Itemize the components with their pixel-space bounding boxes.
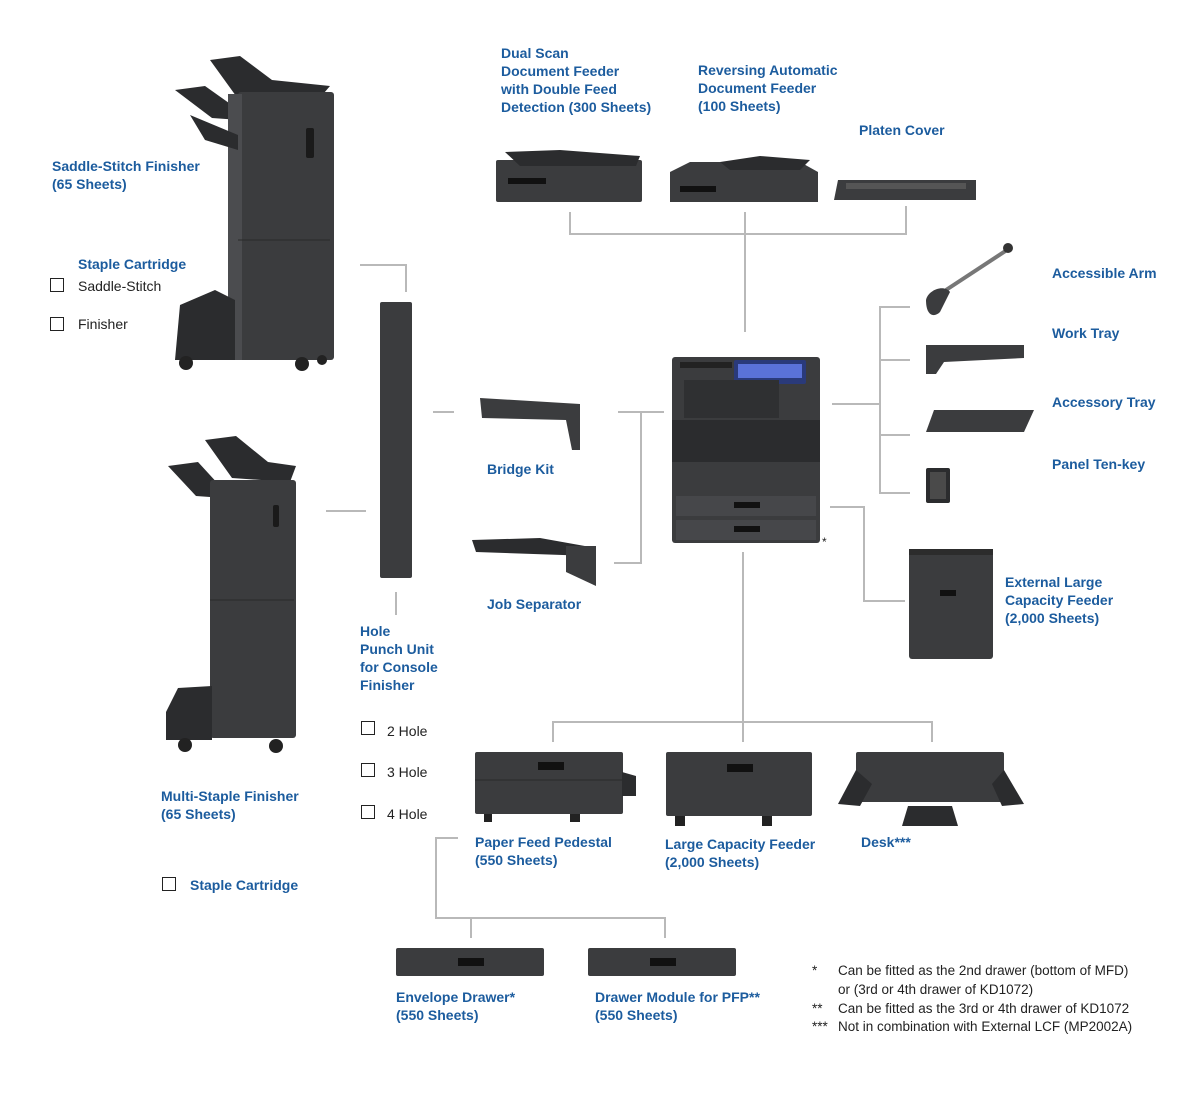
work-tray-label: Work Tray bbox=[1052, 325, 1120, 341]
drawer-module-image bbox=[588, 948, 736, 976]
envelope-drawer-image bbox=[396, 948, 544, 976]
multi-staple-finisher-label: Multi-Staple Finisher (65 Sheets) bbox=[161, 788, 299, 822]
saddle-stitch-checkbox[interactable] bbox=[50, 278, 64, 292]
multi-staple-finisher-image bbox=[166, 436, 296, 753]
reversing-feeder-label: Reversing Automatic Document Feeder (100… bbox=[698, 62, 838, 114]
4-hole-label: 4 Hole bbox=[387, 806, 428, 822]
finisher-checkbox[interactable] bbox=[50, 317, 64, 331]
3-hole-checkbox[interactable] bbox=[361, 763, 375, 777]
large-capacity-feeder-label: Large Capacity Feeder (2,000 Sheets) bbox=[665, 836, 816, 870]
panel-ten-key-image bbox=[926, 468, 950, 503]
job-separator-image bbox=[472, 538, 596, 586]
accessory-tray-label: Accessory Tray bbox=[1052, 394, 1156, 410]
desk-label: Desk*** bbox=[861, 834, 911, 850]
external-lcf-image bbox=[909, 549, 993, 659]
mfd-asterisk: * bbox=[822, 535, 827, 549]
desk-image bbox=[838, 752, 1024, 826]
saddle-stitch-label: Saddle-Stitch bbox=[78, 278, 162, 294]
staple-cartridge-checkbox[interactable] bbox=[162, 877, 176, 891]
finisher-label: Finisher bbox=[78, 316, 128, 332]
saddle-stitch-finisher-image bbox=[175, 56, 334, 371]
mfd-main-unit-image bbox=[672, 357, 820, 543]
paper-feed-pedestal-label: Paper Feed Pedestal (550 Sheets) bbox=[475, 834, 612, 868]
accessible-arm-label: Accessible Arm bbox=[1052, 265, 1157, 281]
4-hole-checkbox[interactable] bbox=[361, 805, 375, 819]
3-hole-label: 3 Hole bbox=[387, 764, 428, 780]
drawer-module-label: Drawer Module for PFP** (550 Sheets) bbox=[595, 989, 760, 1023]
staple-cartridge-title: Staple Cartridge bbox=[78, 256, 187, 272]
large-capacity-feeder-image bbox=[666, 752, 812, 826]
hole-punch-unit-image bbox=[380, 302, 412, 578]
bridge-kit-image bbox=[480, 398, 580, 450]
staple-cartridge-bottom-label: Staple Cartridge bbox=[190, 877, 299, 893]
footnote-mark-3: *** bbox=[812, 1019, 828, 1034]
footnote-text-2: Can be fitted as the 3rd or 4th drawer o… bbox=[838, 1001, 1130, 1016]
platen-cover-label: Platen Cover bbox=[859, 122, 945, 138]
envelope-drawer-label: Envelope Drawer* (550 Sheets) bbox=[396, 989, 516, 1023]
saddle-stitch-finisher-label: Saddle-Stitch Finisher (65 Sheets) bbox=[52, 158, 200, 192]
footnote-mark-2: ** bbox=[812, 1001, 823, 1016]
reversing-feeder-image bbox=[670, 156, 818, 202]
2-hole-label: 2 Hole bbox=[387, 723, 428, 739]
panel-ten-key-label: Panel Ten-key bbox=[1052, 456, 1146, 472]
hole-punch-label: Hole Punch Unit for Console Finisher bbox=[360, 623, 438, 693]
footnote-text-1b: or (3rd or 4th drawer of KD1072) bbox=[838, 982, 1034, 997]
platen-cover-image bbox=[834, 180, 976, 200]
accessory-tray-image bbox=[926, 410, 1034, 432]
paper-feed-pedestal-image bbox=[475, 752, 636, 822]
bridge-kit-label: Bridge Kit bbox=[487, 461, 554, 477]
dual-scan-feeder-label: Dual Scan Document Feeder with Double Fe… bbox=[501, 45, 652, 115]
dual-scan-feeder-image bbox=[496, 150, 642, 202]
work-tray-image bbox=[926, 345, 1024, 374]
accessible-arm-image bbox=[926, 243, 1013, 316]
footnote-text-3: Not in combination with External LCF (MP… bbox=[838, 1019, 1133, 1034]
footnote-mark-1: * bbox=[812, 963, 818, 978]
2-hole-checkbox[interactable] bbox=[361, 721, 375, 735]
footnote-text-1: Can be fitted as the 2nd drawer (bottom … bbox=[838, 963, 1129, 978]
job-separator-label: Job Separator bbox=[487, 596, 582, 612]
external-lcf-label: External Large Capacity Feeder (2,000 Sh… bbox=[1005, 574, 1114, 626]
